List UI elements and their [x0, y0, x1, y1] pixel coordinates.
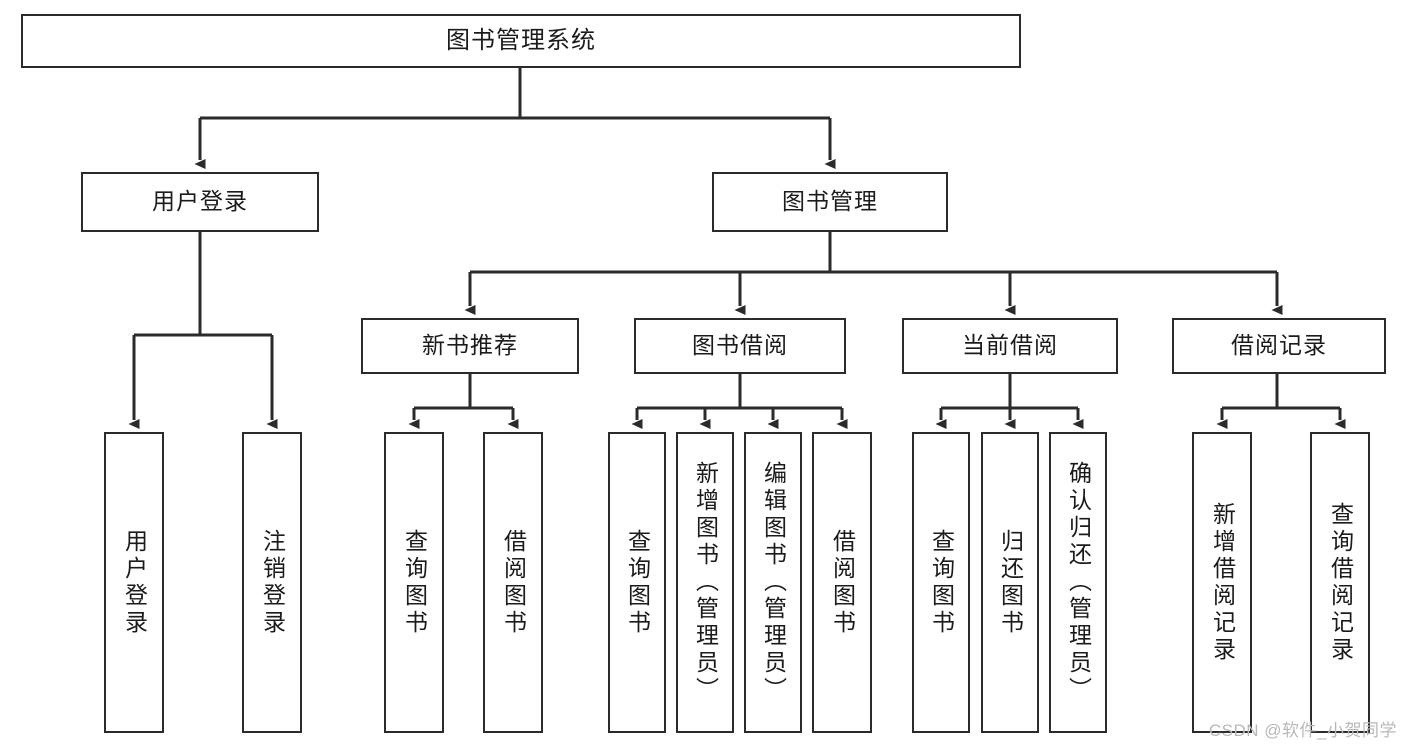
- node-root-book-management-system[interactable]: 图书管理系统: [21, 14, 1021, 68]
- node-label: 图书借阅: [692, 332, 788, 359]
- node-label: 新增图书（管理员）: [692, 461, 719, 704]
- node-label: 查询借阅记录: [1327, 501, 1354, 664]
- node-user-login[interactable]: 用户登录: [81, 172, 319, 232]
- node-leaf-borrow-book[interactable]: 借阅图书: [812, 432, 872, 733]
- node-leaf-edit-book[interactable]: 编辑图书（管理员）: [744, 432, 802, 733]
- node-label: 借阅图书: [829, 528, 856, 637]
- node-label: 编辑图书（管理员）: [760, 461, 787, 704]
- node-leaf-query-borrow-record[interactable]: 查询借阅记录: [1310, 432, 1370, 733]
- node-label: 归还图书: [997, 528, 1024, 637]
- node-leaf-logout-login[interactable]: 注销登录: [242, 432, 302, 733]
- node-label: 图书管理: [782, 188, 878, 215]
- csdn-watermark: CSDN @软件_小贺同学: [1208, 721, 1397, 740]
- node-label: 新增借阅记录: [1209, 501, 1236, 664]
- node-label: 确认归还（管理员）: [1065, 461, 1092, 704]
- node-leaf-query-book-recommend[interactable]: 查询图书: [384, 432, 444, 733]
- node-book-borrow[interactable]: 图书借阅: [634, 318, 846, 374]
- node-current-borrow[interactable]: 当前借阅: [902, 318, 1118, 374]
- node-label: 用户登录: [121, 528, 148, 637]
- node-borrow-record[interactable]: 借阅记录: [1172, 318, 1386, 374]
- node-label: 当前借阅: [962, 332, 1058, 359]
- node-label: 注销登录: [259, 528, 286, 637]
- node-leaf-add-book[interactable]: 新增图书（管理员）: [676, 432, 734, 733]
- node-label: 借阅图书: [500, 528, 527, 637]
- node-leaf-return-book[interactable]: 归还图书: [981, 432, 1039, 733]
- node-book-management[interactable]: 图书管理: [712, 172, 948, 232]
- node-label: 借阅记录: [1231, 332, 1327, 359]
- node-leaf-query-book-borrow[interactable]: 查询图书: [608, 432, 666, 733]
- node-leaf-confirm-return[interactable]: 确认归还（管理员）: [1049, 432, 1107, 733]
- node-leaf-add-borrow-record[interactable]: 新增借阅记录: [1192, 432, 1252, 733]
- node-leaf-query-book-current[interactable]: 查询图书: [912, 432, 970, 733]
- node-label: 图书管理系统: [446, 26, 596, 54]
- node-label: 新书推荐: [422, 332, 518, 359]
- node-label: 查询图书: [928, 528, 955, 637]
- node-new-book-recommend[interactable]: 新书推荐: [361, 318, 579, 374]
- node-label: 查询图书: [624, 528, 651, 637]
- node-leaf-user-login[interactable]: 用户登录: [104, 432, 164, 733]
- node-label: 查询图书: [401, 528, 428, 637]
- node-label: 用户登录: [152, 188, 248, 215]
- node-leaf-borrow-book-recommend[interactable]: 借阅图书: [483, 432, 543, 733]
